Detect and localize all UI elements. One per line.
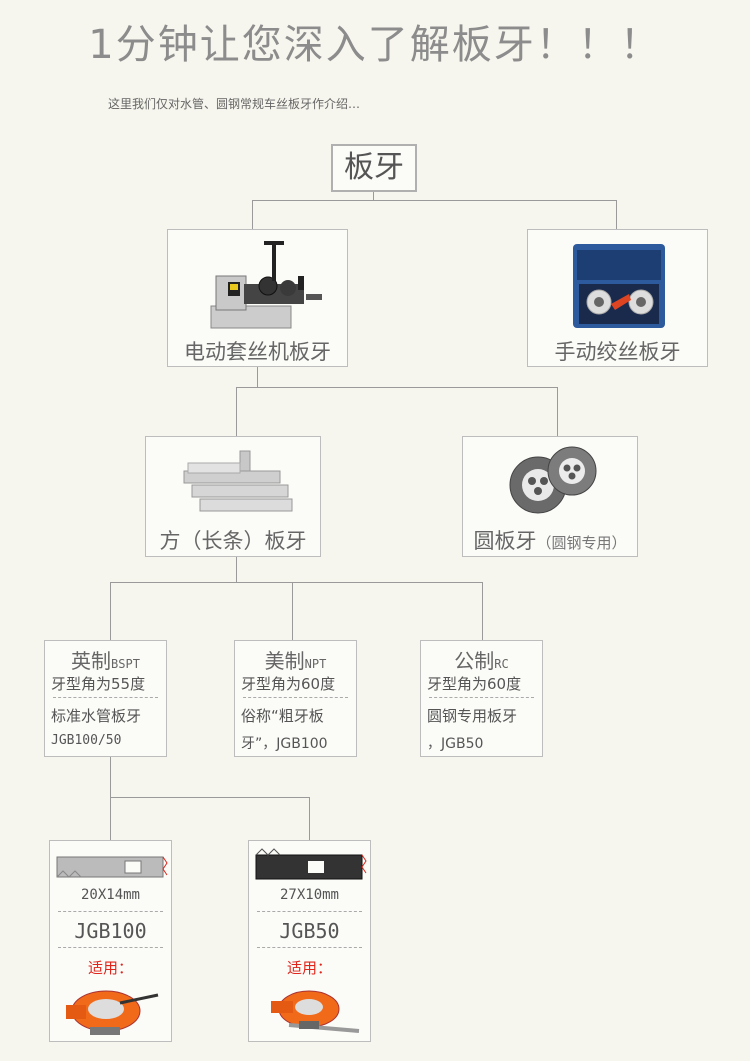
connector: [292, 582, 293, 641]
round-die-label-main: 圆板牙: [473, 529, 537, 553]
threader-head-jgb100-image: [66, 990, 159, 1035]
rc-heading: 公制RC: [421, 645, 542, 674]
connector: [110, 797, 310, 798]
connector: [236, 557, 237, 582]
connector: [252, 200, 253, 230]
long-die-jgb100-image: [56, 856, 168, 878]
electric-threader-die-card: 电动套丝机板牙: [167, 229, 348, 367]
jgb100-die-card: 20X14mm JGB100 适用：: [49, 840, 172, 1042]
square-die-card: 方（长条）板牙: [145, 436, 321, 557]
jgb50-model: JGB50: [279, 919, 340, 943]
electric-threader-die-label: 电动套丝机板牙: [184, 340, 331, 364]
jgb100-size: 20X14mm: [80, 887, 140, 903]
page-subtitle: 这里我们仅对水管、圆钢常规车丝板牙作介绍…: [108, 97, 361, 111]
divider: [257, 911, 362, 912]
connector: [236, 387, 557, 388]
connector: [557, 387, 558, 437]
divider: [257, 947, 362, 948]
bspt-desc-line2: JGB100/50: [51, 733, 122, 748]
round-die-card: 圆板牙（圆钢专用）: [462, 436, 638, 557]
npt-angle: 牙型角为60度: [241, 675, 336, 693]
npt-desc-line1: 俗称“粗牙板: [241, 707, 324, 725]
bspt-name: 英制: [71, 649, 112, 673]
manual-threader-die-label: 手动绞丝板牙: [554, 340, 681, 364]
connector: [257, 367, 258, 387]
divider: [58, 911, 163, 912]
connector: [252, 200, 616, 201]
divider: [243, 697, 348, 698]
bspt-heading: 英制BSPT: [45, 645, 166, 674]
connector: [236, 387, 237, 437]
jgb100-model: JGB100: [74, 919, 147, 943]
round-die-label: 圆板牙（圆钢专用）: [463, 525, 637, 555]
rc-angle: 牙型角为60度: [427, 675, 522, 693]
connector: [110, 582, 111, 641]
bspt-spec-card: 英制BSPT 牙型角为55度 标准水管板牙 JGB100/50: [44, 640, 167, 757]
rc-desc-line1: 圆钢专用板牙: [427, 707, 518, 725]
manual-threader-die-card: 手动绞丝板牙: [527, 229, 708, 367]
connector: [309, 797, 310, 841]
divider: [58, 947, 163, 948]
divider: [53, 697, 158, 698]
jgb50-die-card: 27X10mm JGB50 适用：: [248, 840, 371, 1042]
round-die-label-note: （圆钢专用）: [536, 534, 627, 552]
npt-desc-line2: 牙”，JGB100: [241, 736, 328, 752]
tree-root: 板牙: [331, 144, 417, 192]
round-die-image: [509, 446, 597, 514]
rc-code: RC: [494, 657, 509, 671]
rc-desc-line2: ，JGB50: [427, 736, 484, 752]
rc-spec-card: 公制RC 牙型角为60度 圆钢专用板牙 ，JGB50: [420, 640, 543, 757]
npt-spec-card: 美制NPT 牙型角为60度 俗称“粗牙板 牙”，JGB100: [234, 640, 357, 757]
bspt-code: BSPT: [111, 657, 140, 671]
connector: [110, 582, 482, 583]
connector: [110, 797, 111, 841]
npt-code: NPT: [304, 657, 327, 671]
long-die-jgb50-image: [255, 848, 367, 880]
jgb50-use-label: 适用：: [286, 959, 332, 977]
jgb100-use-label: 适用：: [87, 959, 133, 977]
electric-threading-machine-image: [210, 241, 322, 329]
bspt-angle: 牙型角为55度: [51, 675, 146, 693]
manual-die-case-image: [573, 244, 665, 328]
jgb50-size: 27X10mm: [279, 887, 339, 903]
npt-heading: 美制NPT: [235, 645, 356, 674]
connector: [616, 200, 617, 230]
square-die-image: [183, 450, 293, 512]
rc-name: 公制: [454, 649, 495, 673]
square-die-label: 方（长条）板牙: [159, 529, 307, 553]
divider: [429, 697, 534, 698]
connector: [373, 192, 374, 200]
bspt-desc-line1: 标准水管板牙: [51, 707, 142, 725]
npt-name: 美制: [264, 649, 305, 673]
connector: [110, 757, 111, 797]
page-title: 1分钟让您深入了解板牙！！！: [88, 22, 662, 68]
connector: [482, 582, 483, 641]
threader-head-jgb50-image: [271, 990, 360, 1033]
